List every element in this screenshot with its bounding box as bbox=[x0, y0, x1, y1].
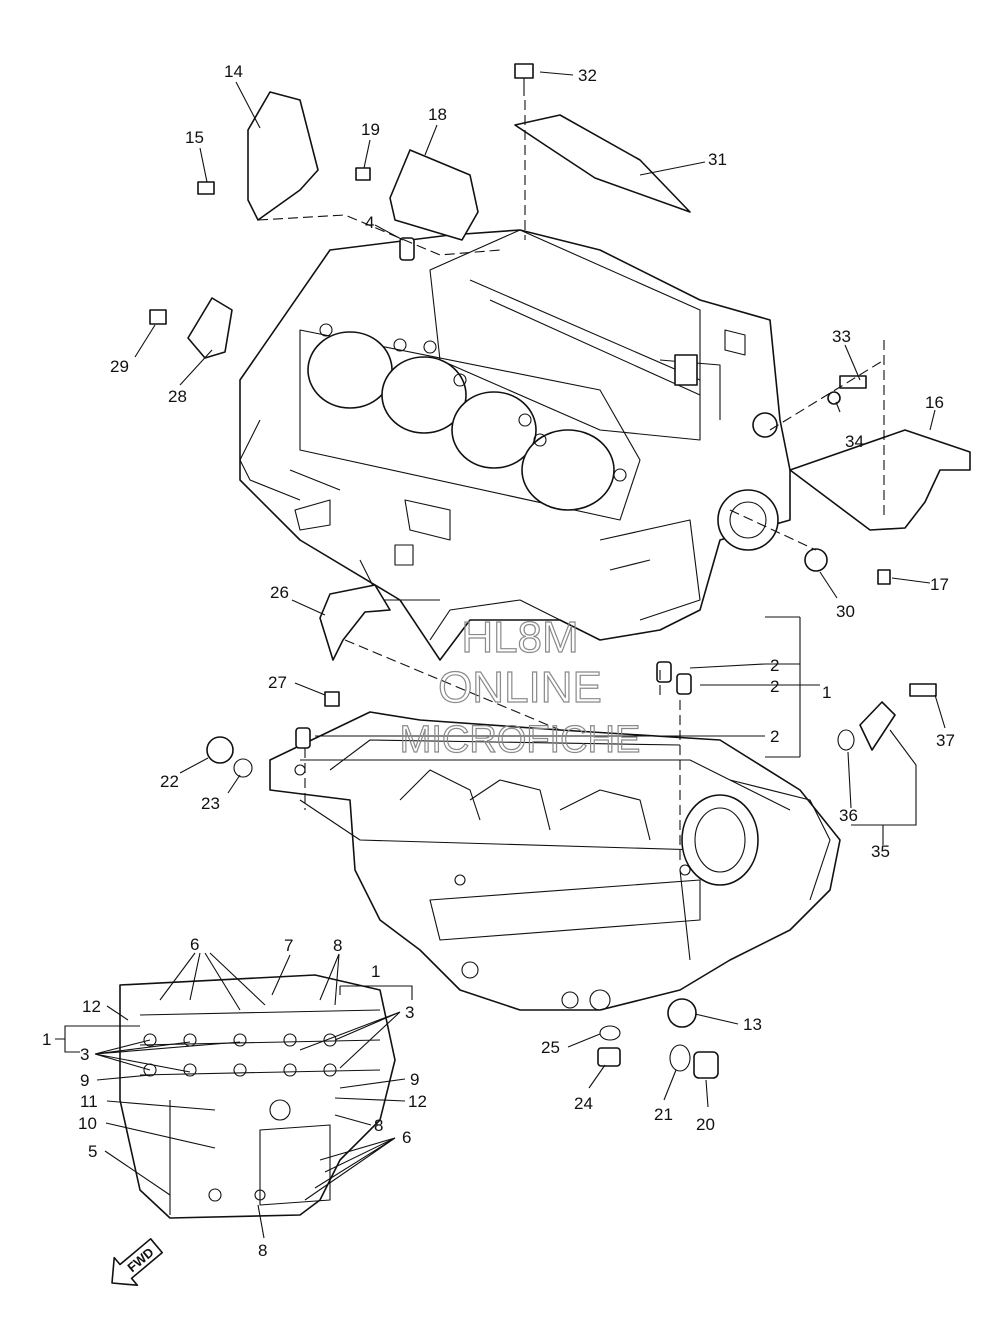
callout-13: 13 bbox=[743, 1015, 762, 1034]
watermark-line-1: HL8M bbox=[461, 613, 578, 662]
callout-23: 23 bbox=[201, 794, 220, 813]
callout-32: 32 bbox=[578, 66, 597, 85]
callout-9-a: 9 bbox=[80, 1071, 89, 1090]
callout-25: 25 bbox=[541, 1038, 560, 1057]
callout-24: 24 bbox=[574, 1094, 593, 1113]
callout-27: 27 bbox=[268, 673, 287, 692]
callout-9-b: 9 bbox=[410, 1070, 419, 1089]
callout-14: 14 bbox=[224, 62, 243, 81]
lower-crankcase bbox=[269, 711, 841, 1011]
callout-26: 26 bbox=[270, 583, 289, 602]
callout-28: 28 bbox=[168, 387, 187, 406]
callout-2-b: 2 bbox=[770, 677, 779, 696]
callout-16: 16 bbox=[925, 393, 944, 412]
callout-6-a: 6 bbox=[190, 935, 199, 954]
callout-1-c: 1 bbox=[42, 1030, 51, 1049]
watermark: HL8M ONLINE MICROFICHE bbox=[399, 612, 641, 761]
callout-4: 4 bbox=[365, 213, 374, 232]
callout-29: 29 bbox=[110, 357, 129, 376]
callout-34: 34 bbox=[845, 432, 864, 451]
callout-1-b: 1 bbox=[371, 962, 380, 981]
callout-11: 11 bbox=[80, 1092, 98, 1111]
callout-2-c: 2 bbox=[770, 727, 779, 746]
callout-21: 21 bbox=[654, 1105, 673, 1124]
callout-5: 5 bbox=[88, 1142, 97, 1161]
callout-33: 33 bbox=[832, 327, 851, 346]
watermark-line-2: ONLINE bbox=[438, 663, 602, 712]
callout-8-b: 8 bbox=[374, 1116, 383, 1135]
callout-17: 17 bbox=[930, 575, 949, 594]
callout-8-c: 8 bbox=[258, 1241, 267, 1260]
callout-6-b: 6 bbox=[402, 1128, 411, 1147]
callout-2-a: 2 bbox=[770, 656, 779, 675]
callout-37: 37 bbox=[936, 731, 955, 750]
callout-19: 19 bbox=[361, 120, 380, 139]
fwd-direction-arrow: FWD bbox=[111, 1238, 164, 1287]
callout-3-a: 3 bbox=[80, 1045, 89, 1064]
callout-36: 36 bbox=[839, 806, 858, 825]
callout-31: 31 bbox=[708, 150, 727, 169]
callout-labels: 32 31 14 15 19 18 4 29 28 33 34 16 17 30… bbox=[42, 62, 955, 1260]
callout-20: 20 bbox=[696, 1115, 715, 1134]
callout-1-a: 1 bbox=[822, 683, 831, 702]
callout-35: 35 bbox=[871, 842, 890, 861]
callout-3-b: 3 bbox=[405, 1003, 414, 1022]
callout-7: 7 bbox=[284, 936, 293, 955]
callout-12-a: 12 bbox=[82, 997, 101, 1016]
callout-18: 18 bbox=[428, 105, 447, 124]
callout-10: 10 bbox=[78, 1114, 97, 1133]
small-parts bbox=[149, 63, 971, 1079]
watermark-line-3: MICROFICHE bbox=[400, 719, 641, 761]
crankcase-bottom-view bbox=[119, 974, 396, 1219]
callout-30: 30 bbox=[836, 602, 855, 621]
callout-15: 15 bbox=[185, 128, 204, 147]
leader-lines bbox=[55, 71, 946, 1239]
upper-crankcase bbox=[239, 229, 791, 661]
callout-8-a: 8 bbox=[333, 936, 342, 955]
callout-22: 22 bbox=[160, 772, 179, 791]
callout-12-b: 12 bbox=[408, 1092, 427, 1111]
